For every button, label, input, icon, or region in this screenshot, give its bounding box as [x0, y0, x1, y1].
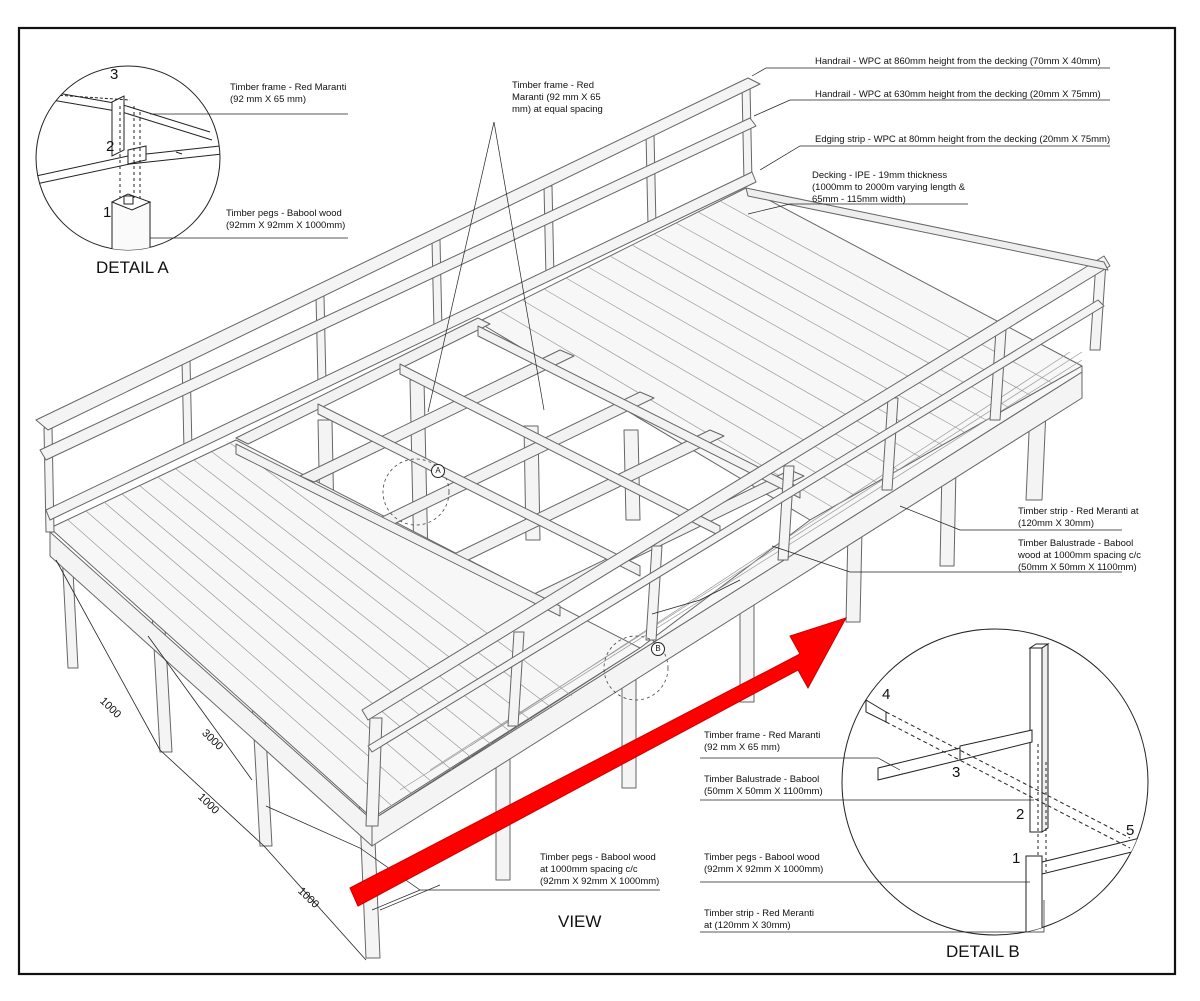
callout-pegs-main: Timber pegs - Babool wood at 1000mm spac… — [540, 852, 659, 888]
detail-b-drawing — [700, 628, 1149, 936]
callout-pegs-line3: (92mm X 92mm X 1000mm) — [540, 876, 660, 887]
detail-b-marker-circle — [603, 635, 669, 701]
detail-a-number-3: 3 — [110, 66, 119, 83]
detail-a-pegs-label: Timber pegs - Babool wood (92mm X 92mm X… — [226, 208, 345, 232]
callout-decking-line1: Decking - IPE - 19mm thickness — [812, 170, 948, 181]
detail-b-number-1: 1 — [1012, 850, 1021, 867]
detail-b-pegs-label: Timber pegs - Babool wood (92mm X 92mm X… — [704, 852, 823, 876]
front-handrail-lower — [367, 299, 1105, 753]
back-handrail-upper — [35, 77, 761, 431]
detail-a-marker-circle — [382, 458, 450, 526]
detail-a-drawing — [35, 65, 348, 251]
detail-b-pegs-line2: (92mm X 92mm X 1000mm) — [704, 864, 824, 875]
detail-a-frame-label: Timber frame - Red Maranti (92 mm X 65 m… — [230, 82, 346, 106]
detail-b-strip-label: Timber strip - Red Meranti at (120mm X 3… — [704, 908, 814, 932]
detail-b-number-2: 2 — [1016, 806, 1025, 823]
callout-timber-strip-line1: Timber strip - Red Meranti at — [1018, 506, 1139, 517]
detail-b-balustrade-label: Timber Balustrade - Babool (50mm X 50mm … — [704, 774, 823, 798]
callout-decking-line3: 65mm - 115mm width) — [812, 194, 906, 205]
callout-balustrade-line1: Timber Balustrade - Babool — [1018, 538, 1134, 549]
detail-b-title: DETAIL B — [946, 942, 1020, 961]
detail-b-frame-label: Timber frame - Red Maranti (92 mm X 65 m… — [704, 730, 820, 754]
back-edging-strip — [45, 171, 757, 521]
callout-pegs-line1: Timber pegs - Babool wood — [540, 852, 656, 863]
right-end-rail — [745, 187, 1109, 271]
sheet-frame — [17, 26, 1177, 976]
direction-arrow — [349, 617, 848, 907]
callout-frame-spacing: Timber frame - Red Maranti (92 mm X 65 m… — [512, 80, 603, 116]
view-title: VIEW — [558, 912, 602, 931]
detail-b-strip-line1: Timber strip - Red Meranti — [704, 908, 814, 919]
callout-edging-strip: Edging strip - WPC at 80mm height from t… — [815, 134, 1111, 145]
detail-a-pegs-line1: Timber pegs - Babool wood — [226, 208, 342, 219]
detail-b-frame-line2: (92 mm X 65 mm) — [704, 742, 781, 753]
detail-a-frame-line1: Timber frame - Red Maranti — [230, 82, 347, 93]
callout-handrail-860: Handrail - WPC at 860mm height from the … — [815, 56, 1101, 67]
detail-b-number-4: 4 — [882, 686, 891, 703]
timber-frame-grid — [235, 317, 805, 617]
deck-boards-left — [67, 442, 573, 807]
callout-frame-spacing-line2: Maranti (92 mm X 65 — [512, 92, 601, 103]
detail-b-balustrade-line2: (50mm X 50mm X 1100mm) — [704, 786, 823, 797]
detail-b-strip-line2: at (120mm X 30mm) — [704, 920, 791, 931]
front-handrail-upper — [361, 255, 1111, 721]
callout-timber-strip-main: Timber strip - Red Meranti at (120mm X 3… — [1018, 506, 1139, 530]
detail-a-number-1: 1 — [103, 204, 112, 221]
callout-timber-strip-line2: (120mm X 30mm) — [1018, 518, 1095, 529]
detail-b-marker-label: B — [651, 642, 665, 656]
detail-a-pegs-line2: (92mm X 92mm X 1000mm) — [226, 220, 346, 231]
detail-a-marker-label: A — [431, 464, 445, 478]
deck-boards-right — [499, 200, 1053, 508]
callout-balustrade-main: Timber Balustrade - Babool wood at 1000m… — [1018, 538, 1141, 574]
detail-a-number-2: 2 — [106, 138, 115, 155]
callout-balustrade-line3: (50mm X 50mm X 1100mm) — [1018, 562, 1137, 573]
detail-b-balustrade-line1: Timber Balustrade - Babool — [704, 774, 820, 785]
callout-handrail-630: Handrail - WPC at 630mm height from the … — [815, 89, 1101, 100]
detail-a-title: DETAIL A — [96, 258, 169, 277]
callout-frame-spacing-line1: Timber frame - Red — [512, 80, 594, 91]
detail-b-frame-line1: Timber frame - Red Maranti — [704, 730, 821, 741]
detail-b-pegs-line1: Timber pegs - Babool wood — [704, 852, 820, 863]
callout-decking-line2: (1000mm to 2000m varying length & — [812, 182, 966, 193]
deck-structure — [35, 77, 1111, 959]
detail-a-frame-line2: (92 mm X 65 mm) — [230, 94, 307, 105]
callout-balustrade-line2: wood at 1000mm spacing c/c — [1018, 550, 1142, 561]
callout-pegs-line2: at 1000mm spacing c/c — [540, 864, 638, 875]
detail-b-number-5: 5 — [1126, 822, 1135, 839]
dimension-lines — [55, 559, 367, 961]
leader-lines — [265, 67, 1122, 911]
callout-frame-spacing-line3: mm) at equal spacing — [512, 104, 603, 115]
callout-decking: Decking - IPE - 19mm thickness (1000mm t… — [812, 170, 965, 206]
back-handrail-lower — [39, 117, 757, 461]
detail-b-number-3: 3 — [952, 764, 961, 781]
